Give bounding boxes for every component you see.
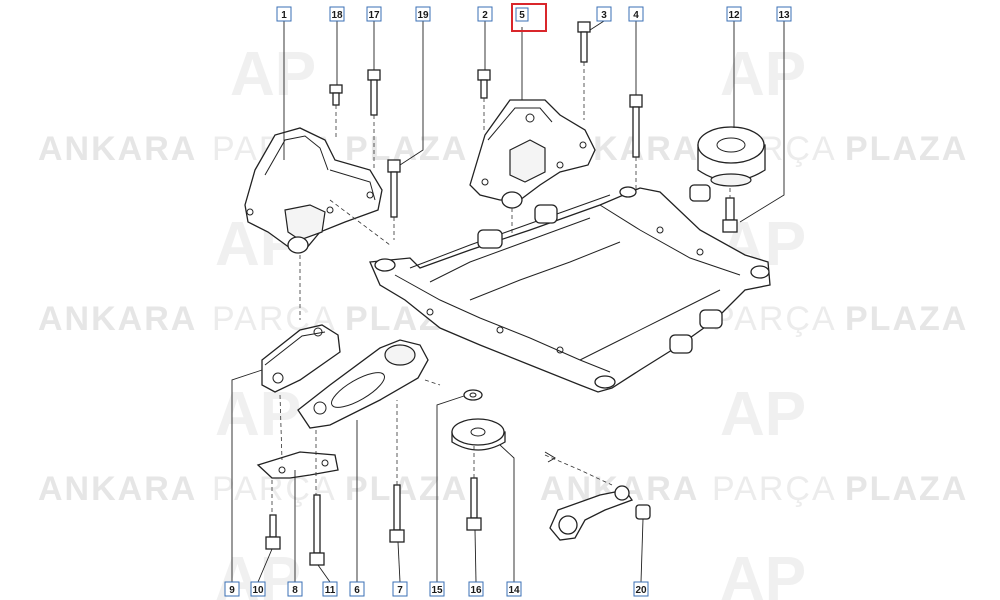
highlight-box-5 [511,3,547,32]
watermark-text-bold: PLAZA [345,470,468,508]
callout-11[interactable]: 11 [322,581,338,597]
callout-9[interactable]: 9 [224,581,240,597]
bolt-3 [577,21,591,120]
watermark-logo: AP [230,40,316,109]
watermark-layer: AP AP AP AP AP AP AP AP ANKARA PARÇA PLA… [38,40,968,600]
bolt-4 [629,94,643,190]
watermark-text-bold: PLAZA [845,300,968,338]
watermark-logo: AP [215,380,301,449]
callout-13-label: 13 [778,10,790,21]
callout-18[interactable]: 18 [329,6,345,22]
leader-lines [231,20,785,583]
callout-6[interactable]: 6 [349,581,365,597]
engine-mount-5 [469,99,596,209]
subframe [369,184,771,393]
bracket-plate-8 [256,451,339,479]
callout-19[interactable]: 19 [415,6,431,22]
callout-2-label: 2 [482,10,488,21]
callout-11-label: 11 [325,585,336,596]
callout-10[interactable]: 10 [250,581,266,597]
callout-20[interactable]: 20 [633,581,649,597]
bolt-10 [265,514,281,550]
callout-labels: 1 18 17 19 2 5 3 4 12 13 9 10 8 11 6 7 1… [224,3,792,597]
callout-10-label: 10 [252,585,264,596]
callout-17[interactable]: 17 [366,6,382,22]
watermark-text-bold: ANKARA [38,300,197,338]
callout-7-label: 7 [397,585,403,596]
bolt-19 [387,159,401,240]
callout-1[interactable]: 1 [276,6,292,22]
washer-15 [463,389,483,401]
callout-17-label: 17 [368,10,380,21]
callout-8-label: 8 [292,585,298,596]
callout-4[interactable]: 4 [628,6,644,22]
callout-15[interactable]: 15 [429,581,445,597]
bolt-18 [329,84,343,140]
alignment-lines [271,188,731,515]
callout-16-label: 16 [470,585,482,596]
watermark-logo: AP [720,545,806,600]
callout-19-label: 19 [417,10,429,21]
callout-12[interactable]: 12 [726,6,742,22]
round-mount-12 [697,126,766,187]
watermark-text-light: PARÇA [712,470,837,508]
engine-mount-1 [244,127,383,254]
watermark-text-bold: PLAZA [845,470,968,508]
torque-rod-6 [297,339,429,429]
callout-5[interactable]: 5 [515,7,529,22]
callout-18-label: 18 [331,10,343,21]
linkage-assembly-20 [544,451,651,541]
watermark-text-bold: ANKARA [38,130,197,168]
callout-14[interactable]: 14 [506,581,522,597]
callout-13[interactable]: 13 [776,6,792,22]
callout-3-label: 3 [601,10,607,21]
bolt-2 [477,69,491,130]
callout-20-label: 20 [635,585,647,596]
bolt-16 [466,445,482,531]
bolt-7 [389,400,405,543]
callout-15-label: 15 [431,585,443,596]
callout-3[interactable]: 3 [596,6,612,22]
watermark-text-bold: PLAZA [845,130,968,168]
callout-16[interactable]: 16 [468,581,484,597]
bolts [265,21,738,566]
callout-1-label: 1 [281,10,287,21]
watermark-logo: AP [720,40,806,109]
watermark-text-light: PARÇA [712,300,837,338]
callout-7[interactable]: 7 [392,581,408,597]
watermark-text-bold: ANKARA [38,470,197,508]
callout-12-label: 12 [728,10,740,21]
watermark-text-bold: PLAZA [345,130,468,168]
callout-5-label: 5 [519,10,525,21]
watermark-logo: AP [720,380,806,449]
callout-14-label: 14 [508,585,520,596]
callout-9-label: 9 [229,585,235,596]
callout-8[interactable]: 8 [287,581,303,597]
bolt-11 [309,494,325,566]
callout-2[interactable]: 2 [477,6,493,22]
callout-4-label: 4 [633,10,639,21]
round-pad-14 [451,418,506,451]
torque-rod-9 [261,324,341,393]
callout-6-label: 6 [354,585,360,596]
